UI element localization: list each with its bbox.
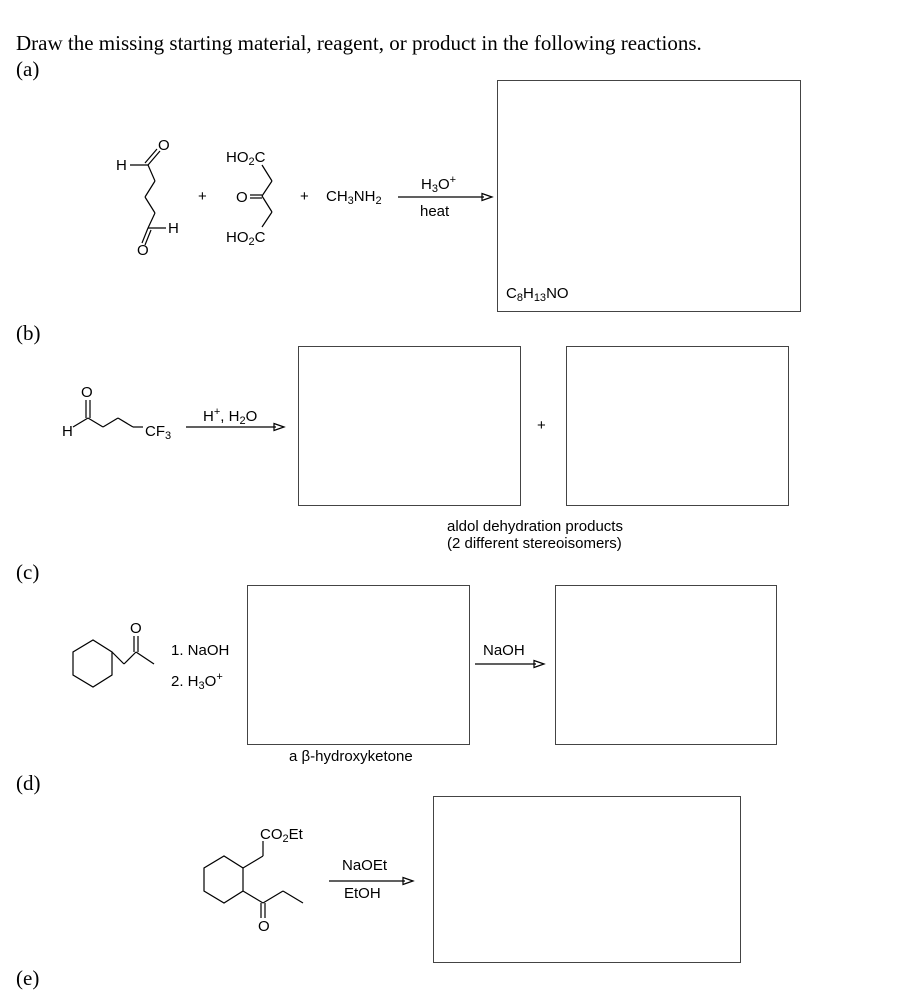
part-a-plus-1: +	[198, 188, 207, 205]
problem-title: Draw the missing starting material, reag…	[16, 31, 702, 55]
part-b-aldehyde-o: O	[81, 384, 93, 401]
part-d-ketone-o: O	[258, 918, 270, 935]
part-b-answer-box-1[interactable]	[298, 346, 521, 506]
part-b-cf3: CF3	[145, 423, 172, 442]
part-e-label: (e)	[16, 966, 40, 990]
part-c-reagent-step1: 1. NaOH	[171, 642, 230, 659]
part-b-plus: +	[537, 417, 546, 434]
part-b-reagent: H+, H2O	[203, 406, 258, 427]
part-c-caption: a β-hydroxyketone	[289, 748, 413, 765]
part-a-aldehyde-o-bottom: O	[137, 242, 149, 259]
part-b-caption-line2: (2 different stereoisomers)	[447, 535, 622, 552]
part-a-aldehyde-h-top: H	[116, 157, 127, 174]
part-c-reagent-naoh: NaOH	[483, 642, 525, 659]
part-c-answer-box-2[interactable]	[555, 585, 777, 745]
part-b-answer-box-2[interactable]	[566, 346, 789, 506]
part-b-label: (b)	[16, 321, 41, 345]
part-a-product-formula: C8H13NO	[506, 285, 569, 304]
part-b-caption-line1: aldol dehydration products	[447, 518, 623, 535]
part-c-reagent-step2: 2. H3O+	[171, 671, 223, 692]
part-d-ester-group: CO2Et	[260, 826, 303, 845]
part-a-reagent-heat: heat	[420, 203, 450, 220]
part-a-label: (a)	[16, 57, 40, 81]
part-a-ketone-o: O	[236, 189, 248, 206]
part-a-answer-box[interactable]	[497, 80, 801, 312]
part-a-plus-2: +	[300, 188, 309, 205]
part-a-aldehyde-o-top: O	[158, 137, 170, 154]
part-d-label: (d)	[16, 771, 41, 795]
part-d-reagent-base: NaOEt	[342, 857, 388, 874]
part-c-ketone-o: O	[130, 620, 142, 637]
part-c-answer-box-1[interactable]	[247, 585, 470, 745]
part-a-co2h-bottom: HO2C	[226, 229, 266, 248]
part-d-answer-box[interactable]	[433, 796, 741, 963]
part-a-aldehyde-h-bottom: H	[168, 220, 179, 237]
part-b-aldehyde-h: H	[62, 423, 73, 440]
part-a-reagent-acid: H3O+	[421, 174, 457, 195]
part-d-reagent-solvent: EtOH	[344, 885, 381, 902]
part-a-co2h-top: HO2C	[226, 149, 266, 168]
part-c-label: (c)	[16, 560, 40, 584]
part-a-methylamine: CH3NH2	[326, 188, 382, 207]
